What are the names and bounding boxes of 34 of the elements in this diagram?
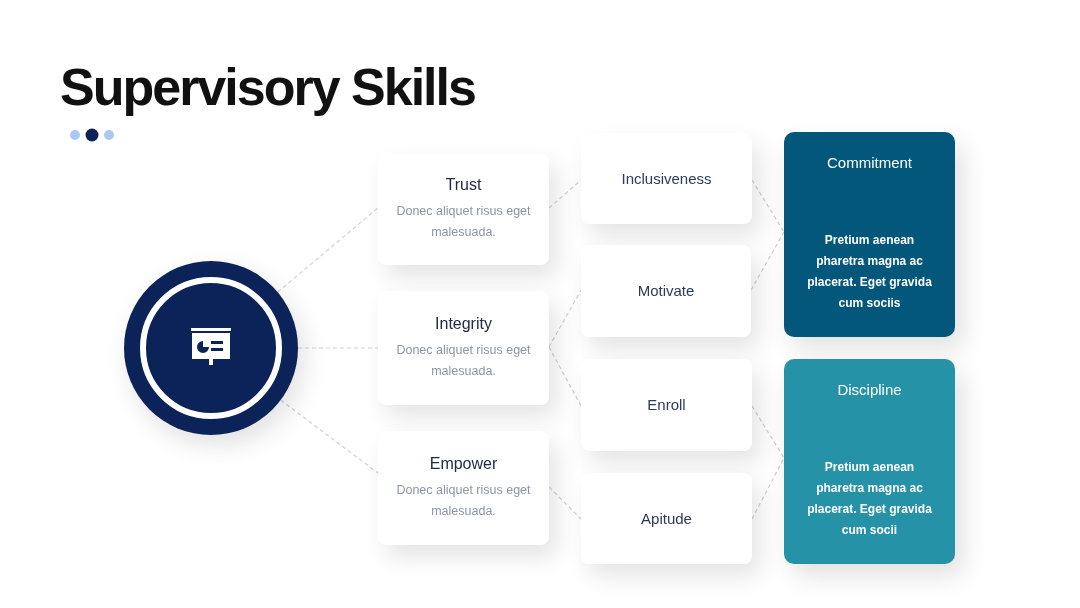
skill-card bbox=[378, 291, 549, 405]
card-title: Trust bbox=[445, 175, 482, 195]
category-card bbox=[784, 359, 955, 564]
connector-line bbox=[750, 231, 785, 291]
step-card bbox=[581, 245, 751, 337]
card-description: Donec aliquet risus eget malesuada. bbox=[395, 203, 532, 241]
step-card bbox=[581, 133, 752, 224]
card-description: Donec aliquet risus eget malesuada. bbox=[395, 482, 532, 520]
step-card bbox=[581, 473, 752, 564]
skill-card bbox=[378, 431, 549, 545]
category-card bbox=[784, 132, 955, 337]
card-title: Discipline bbox=[837, 380, 902, 400]
connector-line bbox=[548, 179, 582, 209]
card-title: Commitment bbox=[827, 153, 912, 173]
connector-line bbox=[751, 405, 785, 459]
skill-card bbox=[378, 153, 549, 265]
card-description: Donec aliquet risus eget malesuada. bbox=[395, 342, 532, 380]
card-description: Pretium aenean pharetra magna ac placerat. Eget gravida cum socii bbox=[806, 459, 933, 539]
card-title: Apitude bbox=[641, 508, 692, 529]
connector-line bbox=[751, 457, 785, 520]
slide-title: Supervisory Skills bbox=[60, 57, 475, 118]
card-title: Motivate bbox=[637, 281, 695, 301]
connector-line bbox=[548, 486, 582, 520]
card-title: Enroll bbox=[647, 395, 686, 415]
card-description: Pretium aenean pharetra magna ac placerat. Eget gravida cum sociis bbox=[806, 232, 933, 312]
step-card bbox=[581, 359, 752, 451]
connector-line bbox=[548, 346, 582, 407]
card-title: Integrity bbox=[435, 314, 492, 334]
connector-line bbox=[548, 289, 582, 348]
card-title: Empower bbox=[429, 454, 498, 474]
connector-line bbox=[277, 207, 379, 293]
connector-line bbox=[751, 179, 785, 233]
connector-line bbox=[280, 399, 379, 474]
card-title: Inclusiveness bbox=[621, 168, 712, 189]
